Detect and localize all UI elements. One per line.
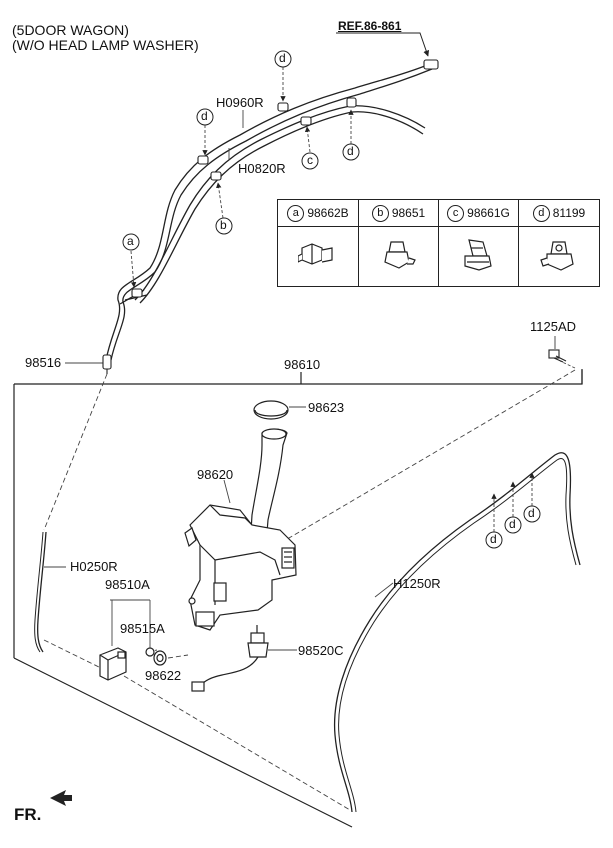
label-98620: 98620 — [197, 467, 234, 482]
legend-cell-d[interactable]: d 81199 — [518, 200, 599, 286]
hose-h0820r-inner — [139, 111, 424, 304]
callout-c-letter: c — [307, 153, 313, 167]
callout-leaders-upper — [130, 67, 354, 288]
hose-h0960r — [105, 63, 431, 361]
legend-letter-b: b — [371, 204, 389, 222]
label-1125ad: 1125AD — [530, 319, 577, 334]
legend-part-81199: 81199 — [552, 206, 586, 220]
hose-end-connector — [423, 59, 439, 70]
clip-a — [131, 288, 143, 298]
callout-d-low3-letter: d — [528, 506, 535, 520]
callout-d-low1-letter: d — [490, 532, 497, 546]
grommet-98622 — [153, 650, 167, 666]
label-98622: 98622 — [145, 668, 182, 683]
part-leaders-lower — [44, 566, 394, 651]
callout-d-top-letter: d — [279, 51, 286, 65]
legend-letter-a: a — [287, 204, 305, 222]
level-sensor-98520c — [191, 625, 269, 692]
hose-clips — [131, 59, 439, 298]
clip-d1 — [197, 155, 209, 165]
nozzle-98516 — [102, 354, 112, 374]
label-h0820r: H0820R — [238, 161, 286, 176]
callout-d-left-letter: d — [201, 109, 208, 123]
dashed-links — [43, 369, 576, 811]
hose-h0820r — [134, 105, 426, 301]
variant-note-line2: (W/O HEAD LAMP WASHER) — [12, 37, 199, 53]
clip-98661g-icon — [464, 239, 492, 271]
front-label: FR. — [14, 805, 42, 824]
callout-a-letter: a — [127, 234, 134, 248]
label-98516: 98516 — [25, 355, 62, 370]
legend-cell-c[interactable]: c 98661G — [438, 200, 518, 286]
variant-note-line1: (5DOOR WAGON) — [12, 22, 129, 38]
clip-98651-icon — [384, 241, 416, 269]
callout-b-letter: b — [220, 218, 227, 232]
legend-part-98662b: 98662B — [307, 206, 349, 220]
bolt-dashed-leader — [559, 360, 576, 369]
legend-part-98651: 98651 — [391, 206, 426, 220]
clip-c — [300, 116, 312, 126]
clip-legend-table: a 98662B b 98651 c 98661G — [277, 199, 600, 287]
ref-link[interactable]: REF.86-861 — [338, 19, 402, 33]
cap-98623 — [253, 400, 289, 420]
callout-d-right-letter: d — [347, 144, 354, 158]
hose-h0250r — [37, 531, 47, 653]
label-h0250r: H0250R — [70, 559, 118, 574]
assembly-box — [13, 369, 583, 828]
clip-81199-icon — [540, 241, 574, 271]
clip-d3 — [346, 97, 357, 108]
clip-d2 — [277, 102, 289, 112]
legend-letter-c: c — [447, 204, 465, 222]
legend-letter-d: d — [532, 204, 550, 222]
label-98520c: 98520C — [298, 643, 344, 658]
front-arrow-icon — [50, 790, 72, 806]
legend-cell-b[interactable]: b 98651 — [358, 200, 438, 286]
clip-b — [210, 171, 222, 181]
ref-leader — [336, 32, 430, 57]
label-h0960r: H0960R — [216, 95, 264, 110]
pump-motor-98510a — [99, 647, 127, 681]
clip-98662b-icon — [298, 243, 333, 265]
legend-cell-a[interactable]: a 98662B — [278, 200, 358, 286]
seal-98515a — [145, 647, 155, 657]
callout-leaders-lower — [491, 472, 535, 532]
label-98515a: 98515A — [120, 621, 165, 636]
label-98623: 98623 — [308, 400, 345, 415]
upper-leaders — [65, 110, 244, 364]
reservoir-98620 — [184, 428, 297, 631]
label-h1250r: H1250R — [393, 576, 441, 591]
hose-h1250r — [333, 452, 581, 813]
label-98610: 98610 — [284, 357, 321, 372]
bolt-1125ad — [548, 336, 567, 363]
upper-hose-assembly — [105, 63, 433, 361]
legend-part-98661g: 98661G — [467, 206, 510, 220]
label-98510a: 98510A — [105, 577, 150, 592]
callout-d-low2-letter: d — [509, 517, 516, 531]
